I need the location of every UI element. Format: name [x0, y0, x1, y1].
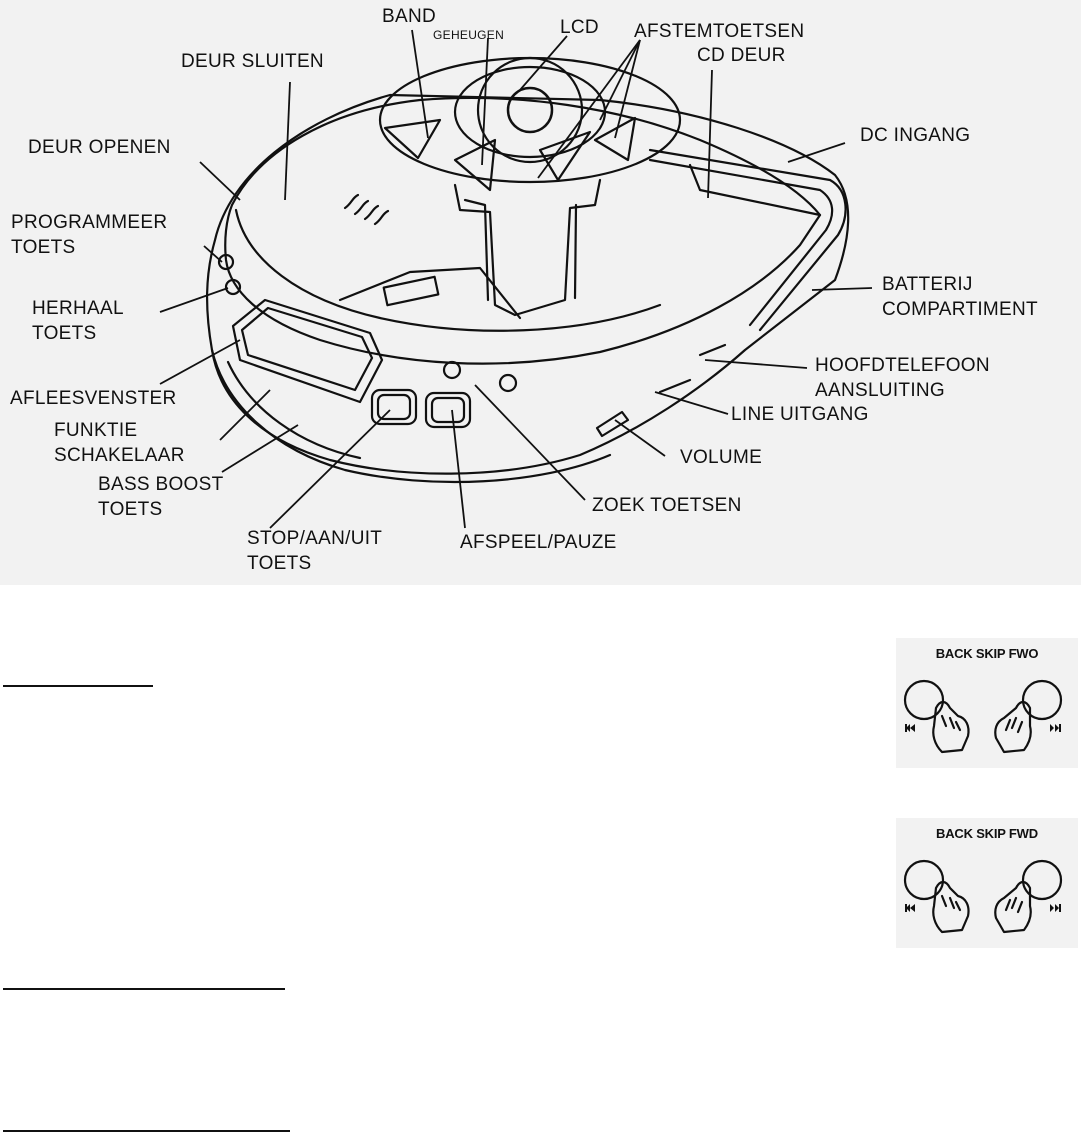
label-bass-boost-line2: TOETS [98, 499, 163, 520]
label-deur-sluiten: DEUR SLUITEN [181, 51, 324, 72]
label-dc-ingang: DC INGANG [860, 125, 971, 146]
label-bass-boost-toets: BASS BOOST TOETS [98, 472, 223, 522]
section-rule-1 [3, 685, 153, 687]
label-cd-deur: CD DEUR [697, 45, 786, 66]
label-herhaal-line2: TOETS [32, 323, 97, 344]
label-herhaal-line1: HERHAAL [32, 298, 124, 319]
label-lcd: LCD [560, 17, 599, 38]
label-funktie-line1: FUNKTIE [54, 420, 138, 441]
label-stop-toets: STOP/AAN/UIT TOETS [247, 526, 382, 576]
label-afspeel-pauze: AFSPEEL/PAUZE [460, 532, 617, 553]
label-zoek-toetsen: ZOEK TOETSEN [592, 495, 742, 516]
label-programmeer-line1: PROGRAMMEER [11, 212, 168, 233]
label-batterij-compartiment: BATTERIJ COMPARTIMENT [882, 272, 1038, 322]
label-bass-boost-line1: BASS BOOST [98, 474, 224, 495]
label-batterij-line2: COMPARTIMENT [882, 299, 1038, 320]
label-volume: VOLUME [680, 447, 763, 468]
label-funktie-line2: SCHAKELAAR [54, 445, 185, 466]
skip-illustration-2: BACK SKIP FWD [896, 818, 1078, 948]
label-geheugen: GEHEUGEN [433, 28, 505, 42]
label-programmeer-line2: TOETS [11, 237, 76, 258]
label-funktie-schakelaar: FUNKTIE SCHAKELAAR [54, 418, 185, 468]
label-stop-line1: STOP/AAN/UIT [247, 528, 383, 549]
label-deur-openen: DEUR OPENEN [28, 137, 171, 158]
hand-pressing-skip-icon [903, 859, 1063, 934]
label-line-uitgang: LINE UITGANG [731, 404, 869, 425]
skip-illustration-1-caption: BACK SKIP FWO [935, 646, 1039, 661]
section-rule-3 [3, 1130, 290, 1132]
label-stop-line2: TOETS [247, 553, 312, 574]
label-hoofdtelefoon-line2: AANSLUITING [815, 380, 945, 401]
label-batterij-line1: BATTERIJ [882, 274, 973, 295]
cd-player-drawing [159, 29, 873, 529]
skip-illustration-1: BACK SKIP FWO [896, 638, 1078, 768]
label-afstemtoetsen: AFSTEMTOETSEN [634, 21, 805, 42]
label-hoofdtelefoon-aansluiting: HOOFDTELEFOON AANSLUITING [815, 353, 990, 403]
label-hoofdtelefoon-line1: HOOFDTELEFOON [815, 355, 990, 376]
label-programmeer-toets: PROGRAMMEER TOETS [11, 210, 167, 260]
hand-pressing-skip-icon [903, 679, 1063, 754]
section-rule-2 [3, 988, 285, 990]
label-afleesvenster: AFLEESVENSTER [10, 388, 177, 409]
label-band: BAND [382, 6, 436, 27]
skip-illustration-2-caption: BACK SKIP FWD [936, 826, 1038, 841]
label-herhaal-toets: HERHAAL TOETS [32, 296, 124, 346]
